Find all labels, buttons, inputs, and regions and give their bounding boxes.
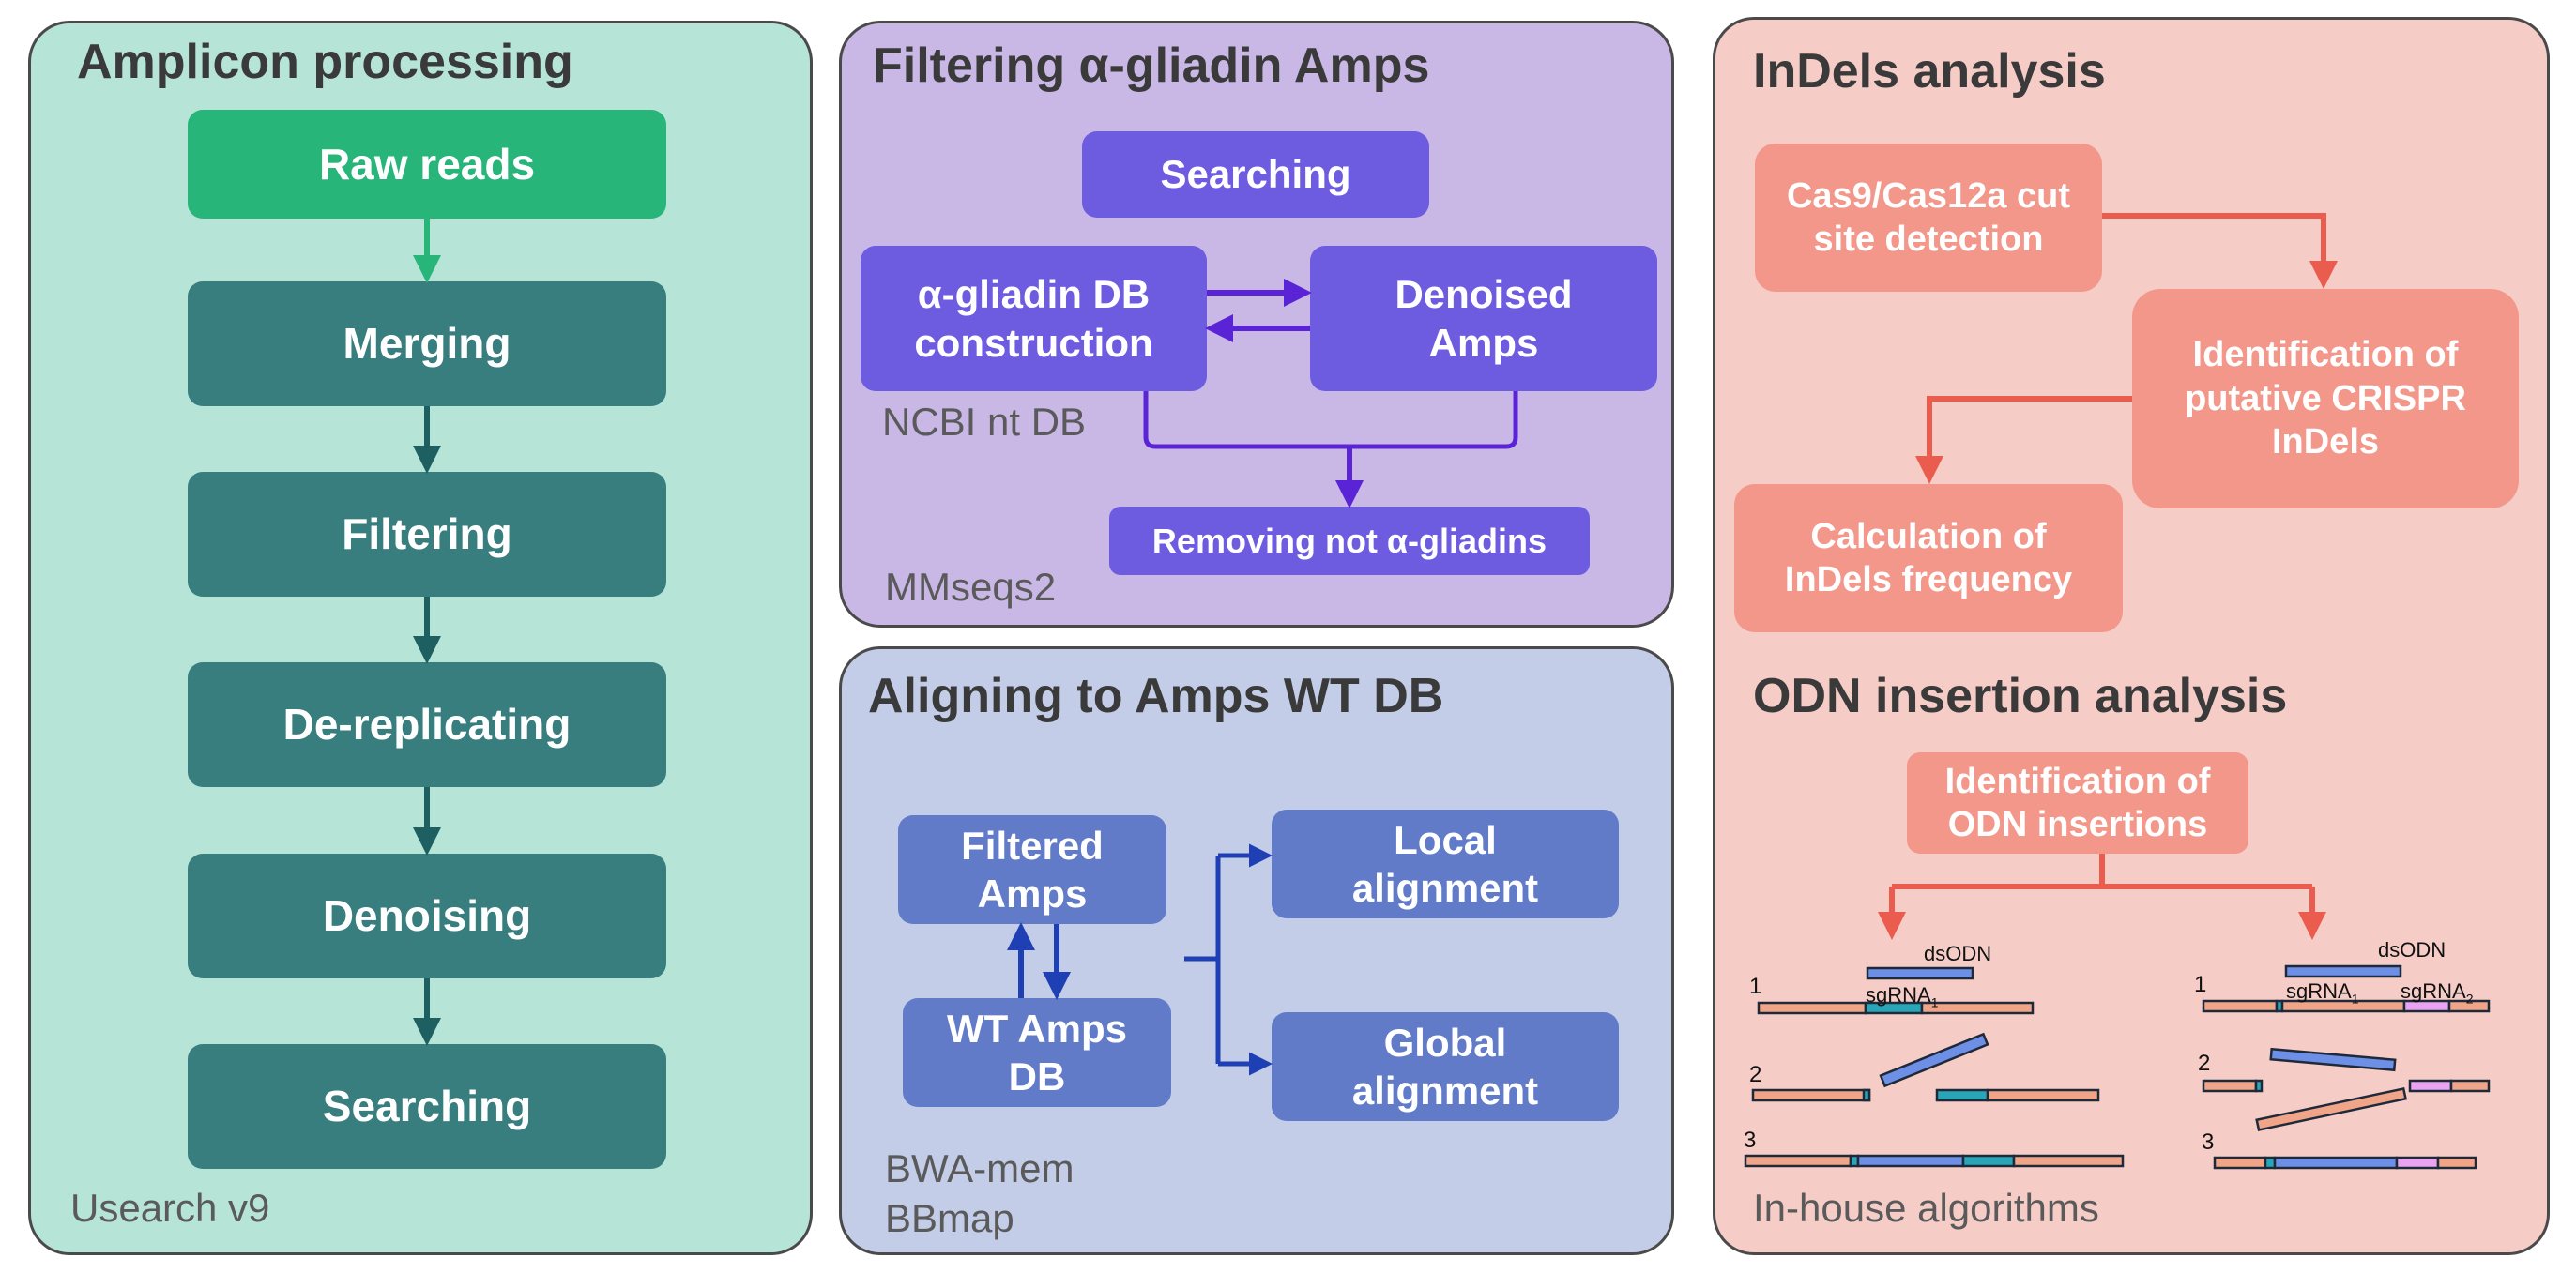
right-row3-ref-a [2213,1156,2267,1170]
denoising-box: Denoising [188,854,666,978]
db-construction-box: α-gliadin DB construction [861,246,1207,391]
merging-box: Merging [188,281,666,406]
left-row-2-number: 2 [1749,1062,1762,1087]
searching-filter-box: Searching [1082,131,1429,218]
left-row3-ref-b [2012,1154,2125,1168]
right-row2-pink [2408,1079,2453,1093]
left-sgrna-label: sgRNA1 [1866,983,1939,1010]
arrow-cut-to-identification [2102,213,2338,289]
left-row2-odn [1879,1032,1989,1088]
right-row2-ref-a [2202,1079,2258,1093]
amplicon-tool-label: Usearch v9 [70,1186,270,1230]
local-alignment-box: Local alignment [1272,810,1619,918]
filtering-tool-label: MMseqs2 [885,565,1057,609]
bracket-to-removing [1143,391,1518,449]
raw-reads-box: Raw reads [188,110,666,219]
odn-title: ODN insertion analysis [1753,669,2288,723]
right-row-1-number: 1 [2194,972,2207,997]
right-row3-pink [2395,1156,2440,1170]
de-replicating-box: De-replicating [188,662,666,787]
filtering-title: Filtering α-gliadin Amps [873,38,1430,93]
indels-title: InDels analysis [1753,44,2106,99]
right-row2-teal-a [2254,1079,2264,1093]
indels-tool-label: In-house algorithms [1753,1186,2099,1230]
aligning-panel [839,646,1674,1255]
left-row-1-number: 1 [1749,974,1762,999]
identification-indels-box: Identification of putative CRISPR InDels [2132,289,2519,508]
amplicon-processing-title: Amplicon processing [77,35,573,89]
right-row2-diag [2255,1086,2407,1131]
right-sgrna2-label: sgRNA2 [2401,979,2474,1007]
left-row1-ref-b [1920,1001,2035,1015]
global-alignment-box: Global alignment [1272,1012,1619,1121]
odn-identification-box: Identification of ODN insertions [1907,752,2248,854]
left-row-3-number: 3 [1744,1128,1757,1153]
right-row1-ref-a [2202,999,2279,1013]
ncbi-db-label: NCBI nt DB [882,400,1087,444]
left-row2-ref-a-teal [1862,1088,1871,1102]
left-dsodn-bar [1866,966,1974,980]
aligning-title: Aligning to Amps WT DB [868,669,1444,723]
filtering-box: Filtering [188,472,666,597]
cut-site-box: Cas9/Cas12a cut site detection [1755,144,2102,292]
right-sgrna1-label: sgRNA1 [2286,979,2359,1007]
right-row2-odn-top [2269,1047,2397,1072]
right-row-3-number: 3 [2202,1129,2215,1155]
removing-box: Removing not α-gliadins [1109,507,1590,575]
right-dsodn-bar [2284,964,2402,978]
searching-box: Searching [188,1044,666,1169]
right-row3-ref-c [2436,1156,2477,1170]
denoised-amps-box: Denoised Amps [1310,246,1657,391]
right-row1-ref-c [2447,999,2491,1013]
filtered-amps-box: Filtered Amps [898,815,1166,924]
right-dsodn-label: dsODN [2378,938,2446,962]
right-row2-ref-c [2449,1079,2491,1093]
wt-amps-db-box: WT Amps DB [903,998,1171,1107]
odn-branch [1892,854,2312,889]
left-row2-ref-b [1986,1088,2100,1102]
left-dsodn-label: dsODN [1924,942,1992,965]
right-row-2-number: 2 [2198,1051,2211,1076]
right-row3-odn [2273,1156,2399,1170]
arrow-identification-to-calculation [1915,396,2132,484]
aligning-tool-label: BWA-mem BBmap [885,1146,1075,1240]
right-row3-teal [2264,1156,2277,1170]
calculation-box: Calculation of InDels frequency [1734,484,2123,632]
